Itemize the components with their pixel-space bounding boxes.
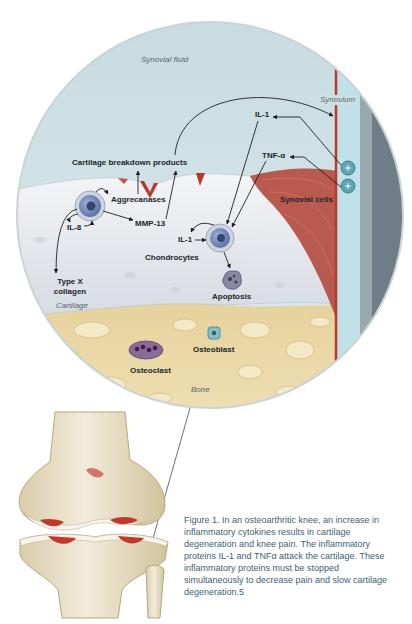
figure-caption: Figure 1. In an osteoarthritic knee, an … <box>184 514 396 598</box>
zoom-outline <box>17 22 403 408</box>
region-label: Bone <box>191 385 210 395</box>
region-label: Synovial fluid <box>141 55 188 65</box>
synovial-cell <box>341 161 355 175</box>
pathway-arrows <box>56 98 341 273</box>
pathway-arrow <box>290 157 341 187</box>
cytokine-label: IL-1 <box>178 235 192 245</box>
process-label: Cartilage breakdown products <box>72 158 187 168</box>
tibia <box>20 534 168 618</box>
pathway-arrow <box>84 221 92 226</box>
pathway-arrow <box>69 214 78 222</box>
pathway-arrow <box>232 161 266 227</box>
tibial-cartilage <box>20 534 168 546</box>
cartilage-lesion <box>110 517 138 524</box>
cartilage-lesion <box>40 519 64 526</box>
pathway-arrow <box>166 171 176 219</box>
osteoclast-cell <box>129 341 163 359</box>
pathway-arrow <box>227 121 258 224</box>
capsule-band <box>360 0 372 420</box>
cell-label: Chondrocytes <box>145 253 199 263</box>
enzyme-label: MMP-13 <box>135 219 165 229</box>
cartilage-lesion <box>48 536 76 544</box>
chondrocyte <box>206 224 234 252</box>
cartilage-crack <box>118 178 128 184</box>
femoral-cartilage <box>24 506 164 530</box>
pathway-arrow <box>103 211 133 220</box>
pathway-arrow <box>96 188 108 194</box>
cartilage-crack <box>196 173 205 186</box>
cytokine-label: IL-1 <box>255 110 269 120</box>
enzyme-label: Aggrecanases <box>111 195 166 205</box>
cartilage-lesion <box>118 536 144 543</box>
bone-trabeculae <box>26 317 330 403</box>
process-label: Apoptosis <box>212 292 251 302</box>
synovial-cell <box>341 179 355 193</box>
cytokine-label: TNF-α <box>262 151 285 161</box>
apoptotic-cell <box>223 271 242 289</box>
cytokine-label: IL-8 <box>67 223 81 233</box>
cartilage-lesion <box>86 468 104 478</box>
femur <box>19 412 165 527</box>
osteoblast-cell <box>208 327 220 339</box>
chondrocyte <box>75 191 105 221</box>
zoom-view <box>0 0 412 420</box>
tissue-fibres <box>262 178 333 275</box>
region-label: Synovium <box>319 95 356 105</box>
product-label: Type X collagen <box>47 277 93 297</box>
region-label: Cartilage <box>56 301 88 311</box>
pathway-arrow <box>191 223 214 232</box>
pathway-arrow <box>56 209 77 273</box>
cell-label: Osteoclast <box>130 366 171 376</box>
outer-tissue <box>372 0 412 420</box>
pathway-arrow <box>175 98 333 155</box>
cell-label: Synovial cells <box>280 195 333 205</box>
fibula <box>146 565 164 618</box>
cell-label: Osteoblast <box>193 345 234 355</box>
pathway-arrow <box>138 171 139 194</box>
pathway-arrow <box>195 240 206 241</box>
synovium-lining <box>335 0 338 420</box>
knee-illustration <box>19 412 168 618</box>
pathway-arrow <box>224 252 230 268</box>
inflamed-tissue <box>250 169 337 320</box>
